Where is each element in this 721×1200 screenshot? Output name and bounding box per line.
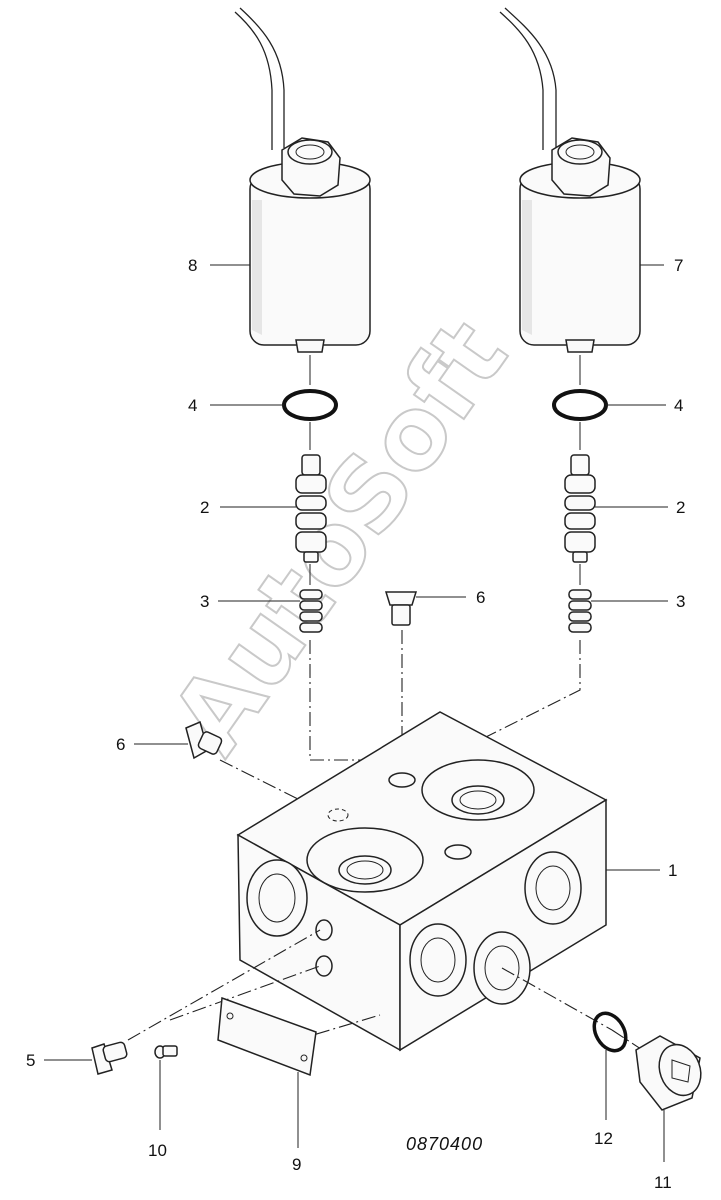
spring-right	[568, 589, 592, 633]
plug-bottom-right	[635, 1035, 702, 1111]
spring-left	[299, 589, 323, 633]
solenoid-coil-right	[499, 7, 641, 353]
callout-1: 1	[668, 861, 677, 880]
solenoid-coil-left	[234, 7, 371, 353]
drawing-number: 0870400	[406, 1134, 483, 1154]
o-ring-left	[282, 389, 338, 421]
callout-3-right: 3	[676, 592, 685, 611]
callout-12: 12	[594, 1129, 613, 1148]
callout-4-right: 4	[674, 396, 683, 415]
watermark-text: AutoSoft	[149, 299, 530, 773]
rivet	[154, 1045, 178, 1059]
callout-4-left: 4	[188, 396, 197, 415]
callout-6-left: 6	[116, 735, 125, 754]
assembly-line	[169, 965, 321, 1021]
callout-5: 5	[26, 1051, 35, 1070]
plug-bottom-left	[91, 1041, 128, 1075]
callout-8: 8	[188, 256, 197, 275]
o-ring-right	[552, 389, 608, 421]
callout-7: 7	[674, 256, 683, 275]
plug-top	[384, 591, 418, 626]
callout-10: 10	[148, 1141, 167, 1160]
callout-3-left: 3	[200, 592, 209, 611]
callout-9: 9	[292, 1155, 301, 1174]
callout-2-right: 2	[676, 498, 685, 517]
plug-left	[185, 720, 223, 760]
callout-2-left: 2	[200, 498, 209, 517]
assembly-line	[219, 759, 341, 821]
callout-6-top: 6	[476, 588, 485, 607]
callout-11: 11	[654, 1173, 672, 1192]
assembly-line	[127, 929, 321, 1041]
o-ring-small	[592, 1011, 628, 1053]
valve-spool-left	[295, 454, 327, 563]
valve-block	[236, 711, 608, 1052]
name-plate	[217, 996, 317, 1077]
valve-spool-right	[564, 454, 596, 563]
